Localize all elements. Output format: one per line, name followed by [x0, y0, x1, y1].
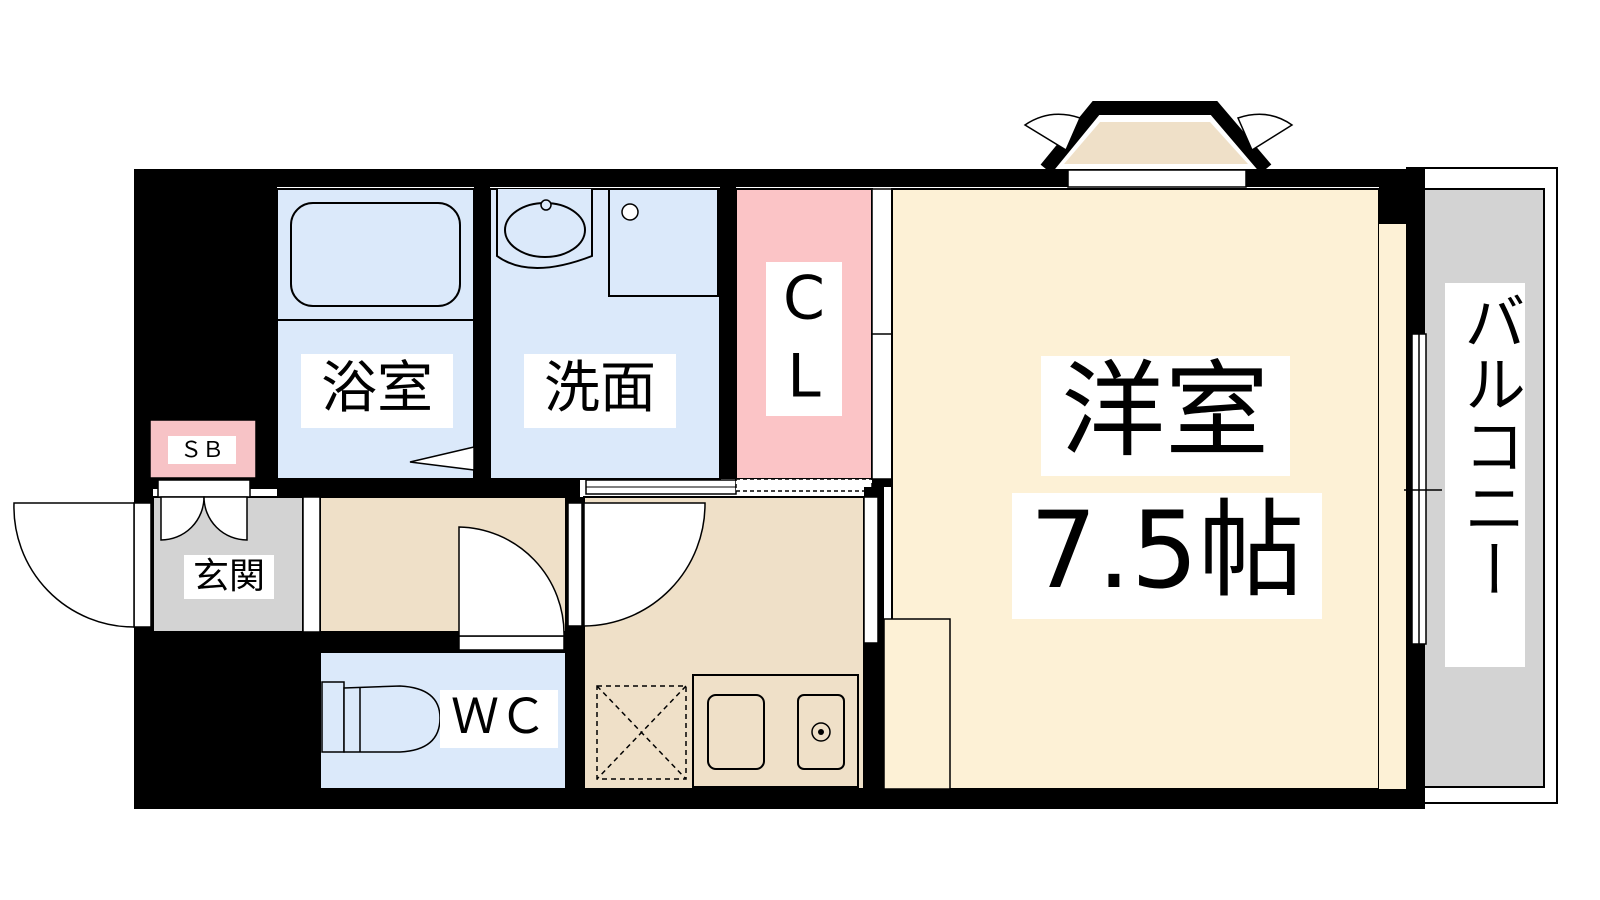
appliance-space-x2 — [596, 685, 687, 780]
wash-basin — [504, 202, 586, 258]
toilet-label: ＷＣ — [451, 689, 547, 745]
wash-faucet — [540, 199, 552, 211]
left-wall-mass-bottom — [134, 632, 320, 809]
washroom-label-bg — [524, 354, 676, 428]
appliance-space — [596, 685, 687, 780]
balcony: バルコニー — [1406, 167, 1558, 804]
bathroom-label: 浴室 — [321, 356, 433, 421]
toilet-label-bg — [440, 690, 558, 748]
shoe-box-label: ＳＢ — [180, 438, 224, 463]
kitchen-door-jamb — [567, 502, 583, 627]
toilet-bowl — [343, 685, 441, 753]
shoe-box-label-bg — [168, 436, 236, 464]
toilet-room: ＷＣ — [319, 526, 567, 790]
toilet-door-swing — [458, 526, 565, 637]
western-room-corner-fill — [1379, 224, 1407, 789]
bay-window-sill — [1067, 169, 1247, 188]
western-room-label-bg-2 — [1012, 493, 1322, 619]
western-room: 洋室 7.5帖 — [883, 188, 1408, 790]
closet-bottom-track — [735, 478, 873, 492]
fridge-space — [883, 618, 951, 790]
washroom: 洗面 — [489, 188, 721, 480]
kitchen-sink — [707, 694, 765, 770]
bathroom: 浴室 — [276, 188, 475, 480]
front-door-jamb — [133, 502, 152, 628]
corner-pillar — [1379, 169, 1425, 224]
kitchen-door-swing — [583, 502, 706, 627]
western-room-floor — [891, 188, 1380, 790]
balcony-label-bg — [1445, 283, 1525, 667]
wall-upper-rooms-bottom — [277, 479, 580, 497]
balcony-label: バルコニー — [1453, 290, 1526, 600]
front-door-swing — [13, 502, 135, 628]
bay-window-floor — [1064, 122, 1248, 164]
bay-window — [1023, 101, 1294, 188]
balcony-window — [1404, 333, 1442, 645]
washing-machine-drain — [621, 203, 639, 221]
western-room-door — [863, 496, 879, 644]
bathroom-label-bg — [301, 354, 453, 428]
shoe-box-door-right — [203, 496, 248, 541]
closet-label-c: C — [783, 264, 825, 334]
washroom-label: 洗面 — [544, 356, 656, 421]
toilet-tank — [321, 681, 345, 753]
entrance: ＳＢ 玄関 — [13, 419, 321, 633]
bathtub — [290, 202, 461, 307]
entrance-step — [302, 496, 321, 633]
toilet-door-sill — [458, 635, 565, 651]
stove-burner-center — [818, 729, 824, 735]
closet-label-bg — [766, 262, 842, 416]
bay-window-swing-right — [1236, 113, 1294, 152]
western-room-label: 洋室 — [1061, 349, 1269, 471]
western-room-label-bg-1 — [1041, 356, 1290, 476]
appliance-space-box — [596, 685, 687, 780]
western-room-size: 7.5帖 — [1030, 489, 1305, 612]
entrance-label: 玄関 — [193, 556, 265, 597]
bay-window-swing-left — [1023, 113, 1082, 152]
closet-label-l: L — [787, 342, 821, 412]
entrance-label-bg — [184, 555, 274, 599]
shoe-box-doors-frame — [157, 479, 251, 498]
wall-bath-wash — [474, 187, 490, 479]
wall-wash-closet — [720, 187, 736, 479]
